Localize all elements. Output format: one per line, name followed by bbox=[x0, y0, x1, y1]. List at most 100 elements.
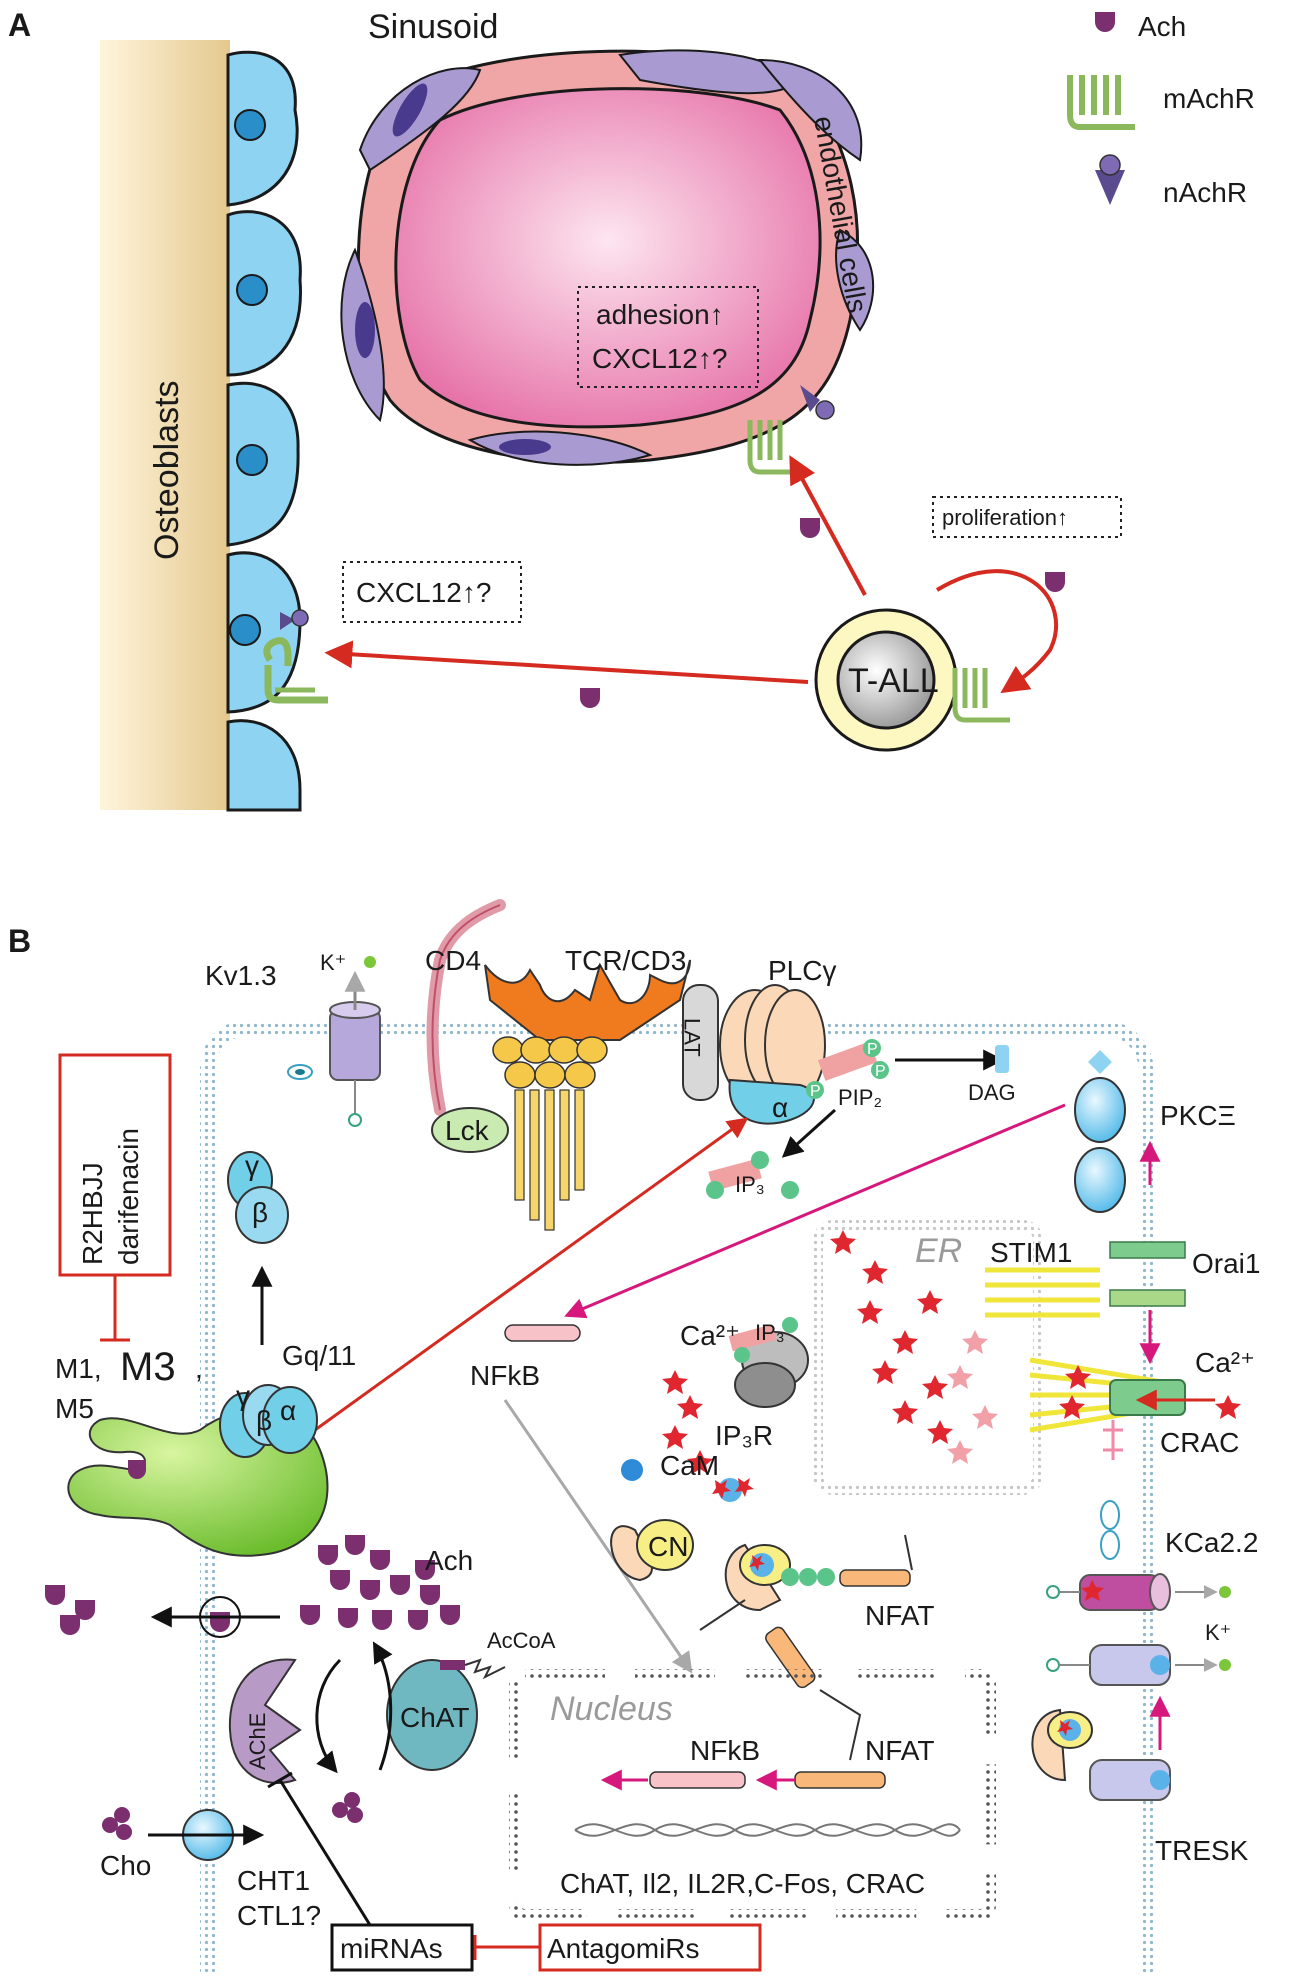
orai1-label: Orai1 bbox=[1192, 1248, 1260, 1279]
calcineurin bbox=[610, 1519, 694, 1582]
sinusoid-vessel bbox=[340, 49, 875, 466]
ip3r-label: IP₃R bbox=[715, 1420, 773, 1451]
arrow-ach-hydrolysis bbox=[315, 1658, 342, 1774]
pkc-protein bbox=[1074, 1050, 1126, 1213]
acoa-label: AcCoA bbox=[487, 1628, 556, 1653]
ach-molecules-a bbox=[580, 518, 1065, 708]
crac-channel bbox=[1109, 1379, 1186, 1416]
tall-label: T-ALL bbox=[848, 662, 939, 700]
nfat-label: NFAT bbox=[865, 1600, 934, 1631]
plcg-enzyme bbox=[719, 984, 826, 1125]
kca-label: KCa2.2 bbox=[1165, 1527, 1258, 1558]
ip3r-channel bbox=[728, 1317, 809, 1408]
plus-signs bbox=[1103, 1420, 1123, 1460]
proliferation-text: proliferation↑ bbox=[942, 505, 1068, 530]
orai1-channel bbox=[1109, 1241, 1186, 1307]
ip3-label: IP₃ bbox=[735, 1172, 765, 1197]
tcr-cd3-complex bbox=[484, 959, 691, 1231]
antagomirs-label: AntagomiRs bbox=[547, 1933, 700, 1964]
osteoblasts-label: Osteoblasts bbox=[148, 380, 186, 560]
legend-machr-icon bbox=[1067, 75, 1135, 130]
pip2-molecule: P P P bbox=[806, 1039, 889, 1100]
arrow-to-osteoblast bbox=[324, 640, 809, 684]
nfat-nuc-label: NFAT bbox=[865, 1735, 934, 1766]
cam-calcium bbox=[712, 1478, 754, 1502]
arrow-m3-plcg bbox=[314, 1117, 749, 1432]
pip2-label: PIP₂ bbox=[838, 1085, 882, 1110]
channel-eye-icon bbox=[287, 1064, 313, 1080]
er-membrane bbox=[813, 1220, 1043, 1495]
drug-line2: darifenacin bbox=[113, 1128, 144, 1265]
legend-nachr: nAchR bbox=[1163, 177, 1247, 208]
m1-label: M1, bbox=[55, 1353, 102, 1384]
pkc-label: PKCΞ bbox=[1160, 1100, 1236, 1131]
sinus-receptors bbox=[747, 385, 835, 475]
proliferation-box bbox=[932, 496, 1122, 538]
ca-left-label: Ca²⁺ bbox=[680, 1320, 740, 1351]
arrow-nfkb-nucleus bbox=[503, 1399, 693, 1674]
ach-label: Ach bbox=[425, 1545, 473, 1576]
kplus-right-label: K⁺ bbox=[1205, 1620, 1231, 1645]
pip2-p3: P bbox=[810, 1083, 821, 1100]
tall-cell bbox=[814, 608, 1010, 752]
cxcl12-sinus-text: CXCL12↑? bbox=[592, 343, 727, 374]
panel-a-label: A bbox=[8, 7, 31, 43]
gamma-released-label: γ bbox=[245, 1150, 259, 1181]
alpha-g-label: α bbox=[280, 1395, 296, 1426]
dag-icon bbox=[995, 1045, 1009, 1073]
nfkb-nuclear-icon bbox=[649, 1771, 746, 1789]
kv13-label: Kv1.3 bbox=[205, 960, 277, 991]
beta-released-label: β bbox=[252, 1197, 268, 1228]
osteoblast-layer: Osteoblasts bbox=[100, 40, 302, 812]
kplus-top-label: K⁺ bbox=[320, 950, 346, 975]
dag-label: DAG bbox=[968, 1080, 1016, 1105]
pip2-p2: P bbox=[875, 1063, 886, 1080]
tresk-label: TRESK bbox=[1155, 1835, 1249, 1866]
m5-comma: , bbox=[195, 1353, 203, 1384]
inhibitor-antagomir bbox=[473, 1935, 540, 1960]
panel-b-label: B bbox=[8, 923, 31, 959]
gq11-heterotrimer bbox=[219, 1384, 318, 1458]
cd4-label: CD4 bbox=[425, 945, 481, 976]
nfat-complex bbox=[724, 1534, 913, 1612]
lat-protein: LAT bbox=[680, 984, 719, 1101]
arrow-to-ip3 bbox=[781, 1108, 837, 1158]
lck-label: Lck bbox=[445, 1115, 490, 1146]
gbg-released bbox=[227, 1151, 289, 1244]
legend: Ach mAchR nAchR bbox=[1067, 11, 1255, 208]
arrow-ach-synthesis bbox=[372, 1641, 393, 1771]
legend-nachr-icon bbox=[1095, 170, 1125, 205]
mirnas-label: miRNAs bbox=[340, 1933, 443, 1964]
chat-enzyme bbox=[386, 1658, 506, 1771]
lat-label: LAT bbox=[680, 1018, 705, 1057]
chat-label: ChAT bbox=[400, 1702, 470, 1733]
nfkb-label: NFkB bbox=[470, 1360, 540, 1391]
ca-right-label: Ca²⁺ bbox=[1195, 1347, 1255, 1378]
legend-machr: mAchR bbox=[1163, 83, 1255, 114]
ache-label: AChE bbox=[245, 1713, 270, 1770]
cn-label: CN bbox=[648, 1531, 688, 1562]
genes-label: ChAT, Il2, IL2R,C-Fos, CRAC bbox=[560, 1868, 925, 1899]
drug-line1: R2HBJJ bbox=[77, 1162, 108, 1265]
tcr-label: TCR/CD3 bbox=[565, 945, 686, 976]
beta-label: β bbox=[256, 1405, 272, 1436]
ctl1-label: CTL1? bbox=[237, 1900, 321, 1931]
mirnas-box bbox=[330, 1923, 474, 1972]
choline-molecules bbox=[102, 1792, 363, 1840]
arrow-pkc-nfkb bbox=[564, 1103, 1066, 1319]
gamma-label: γ bbox=[236, 1380, 250, 1411]
calcium-stars-faded bbox=[947, 1330, 998, 1464]
nucleus-label: Nucleus bbox=[550, 1690, 673, 1728]
stim1-label: STIM1 bbox=[990, 1237, 1072, 1268]
alpha-label: α bbox=[772, 1092, 788, 1123]
m3-label: M3 bbox=[120, 1345, 176, 1389]
er-label: ER bbox=[915, 1232, 962, 1270]
cell-membrane bbox=[200, 1020, 1155, 1975]
cht1-label: CHT1 bbox=[237, 1865, 310, 1896]
adhesion-text: adhesion↑ bbox=[596, 299, 724, 330]
cxcl12-osteo-text: CXCL12↑? bbox=[356, 577, 491, 608]
drug-box bbox=[58, 1053, 172, 1277]
cd4-receptor bbox=[426, 899, 509, 1153]
tresk-channel bbox=[1046, 1644, 1231, 1801]
